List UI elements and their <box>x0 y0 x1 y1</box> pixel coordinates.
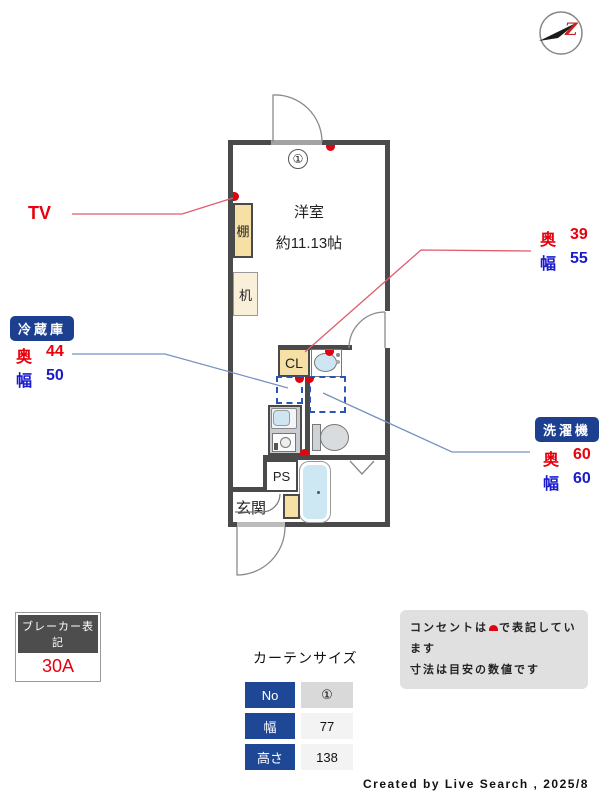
fridge-space-outline <box>276 376 303 404</box>
closet-label: CL <box>285 354 303 371</box>
stove-burner-icon <box>280 437 291 448</box>
curtain-row-value: 77 <box>301 713 353 739</box>
outlet-legend-icon <box>489 625 498 631</box>
room-name: 洋室 <box>293 204 324 221</box>
curtain-row-label: 高さ <box>245 744 295 770</box>
desk-box: 机 <box>233 272 258 316</box>
washer-width-value: 60 <box>573 470 591 487</box>
shelf-box: 棚 <box>233 203 253 258</box>
washer-depth-row: 奥 60 <box>543 446 591 470</box>
tv-leader-line <box>72 197 234 215</box>
toilet-bowl-icon <box>320 424 349 451</box>
compass-arrow-icon <box>539 22 578 41</box>
washbasin-tap2-icon <box>336 360 340 364</box>
table-row: 幅 77 <box>245 713 353 739</box>
closet-depth-value: 39 <box>570 226 588 243</box>
curtain-row-value: ① <box>301 682 353 708</box>
shelf-label: 棚 <box>236 224 250 239</box>
outlet-icon <box>305 377 314 383</box>
washer-badge-label: 洗濯機 <box>543 423 592 438</box>
desk-label: 机 <box>238 287 252 303</box>
outlet-icon <box>300 449 309 455</box>
fridge-badge: 冷蔵庫 <box>10 316 75 341</box>
breaker-value: 30A <box>41 656 75 676</box>
fridge-width-row: 幅 50 <box>16 367 64 391</box>
fridge-depth-row: 奥 44 <box>16 343 64 367</box>
entry-door-opening <box>237 522 285 527</box>
fridge-width-value: 50 <box>46 367 64 384</box>
closet-depth-row: 奥 39 <box>540 226 588 250</box>
washer-depth-value: 60 <box>573 446 591 463</box>
entry-door-swing-icon <box>236 526 286 576</box>
stove-knob-icon <box>274 443 278 450</box>
compass-north-mark: Z <box>564 20 578 40</box>
fridge-depth-value: 44 <box>46 343 64 360</box>
closet-width-value: 55 <box>570 250 588 267</box>
curtain-table-title: カーテンサイズ <box>253 650 358 666</box>
bathtub-drain-icon <box>317 491 320 494</box>
tv-annotation-label: TV <box>28 203 52 223</box>
table-row: No ① <box>245 682 353 708</box>
compass-icon: Z <box>537 9 585 57</box>
closet-box: CL <box>278 348 310 377</box>
legend-note-box: コンセントはで表記しています 寸法は目安の数値です <box>400 610 588 689</box>
washer-space-outline <box>309 376 346 413</box>
fridge-width-label: 幅 <box>16 373 33 390</box>
outlet-icon <box>325 350 334 356</box>
washer-width-label: 幅 <box>543 476 560 493</box>
curtain-row-label: No <box>245 682 295 708</box>
wall-entrance-north <box>233 487 265 492</box>
closet-width-label: 幅 <box>540 256 557 273</box>
credit-text: Created by Live Search , 2025/8 <box>363 777 589 791</box>
washer-depth-label: 奥 <box>543 452 560 469</box>
washer-badge: 洗濯機 <box>535 417 600 442</box>
pipe-space-box: PS <box>265 460 298 492</box>
fridge-depth-label: 奥 <box>16 349 33 366</box>
washbasin-bowl-icon <box>314 353 337 372</box>
wall-kitchen-bathroom <box>305 377 310 457</box>
note-line-1: コンセントはで表記しています <box>410 622 577 655</box>
curtain-table: No ① 幅 77 高さ 138 <box>245 682 353 775</box>
window-opening-top <box>271 140 322 145</box>
bathtub-icon <box>299 461 331 523</box>
room-size: 約11.13帖 <box>275 235 343 252</box>
closet-width-row: 幅 55 <box>540 250 588 274</box>
pipe-space-label: PS <box>272 468 291 484</box>
closet-depth-label: 奥 <box>540 232 557 249</box>
top-door-swing-icon <box>272 94 323 143</box>
kitchen-sink-basin-icon <box>273 410 290 426</box>
outlet-icon <box>295 377 304 383</box>
washer-width-row: 幅 60 <box>543 470 591 494</box>
wall-bath-north <box>265 455 390 460</box>
outlet-icon <box>233 192 239 201</box>
window-number: ① <box>292 152 304 166</box>
washbasin-tap-icon <box>336 353 340 357</box>
breaker-title: ブレーカー表記 <box>18 615 98 653</box>
note-line-2: 寸法は目安の数値です <box>410 663 540 676</box>
curtain-row-label: 幅 <box>245 713 295 739</box>
window-number-badge: ① <box>288 149 308 169</box>
breaker-box: ブレーカー表記 30A <box>15 612 101 682</box>
door-opening-right <box>385 311 390 348</box>
outlet-icon <box>326 145 335 151</box>
fridge-badge-label: 冷蔵庫 <box>18 322 67 337</box>
entrance-label: 玄関 <box>236 500 267 517</box>
shoe-cabinet-box <box>283 494 300 519</box>
curtain-row-value: 138 <box>301 744 353 770</box>
table-row: 高さ 138 <box>245 744 353 770</box>
